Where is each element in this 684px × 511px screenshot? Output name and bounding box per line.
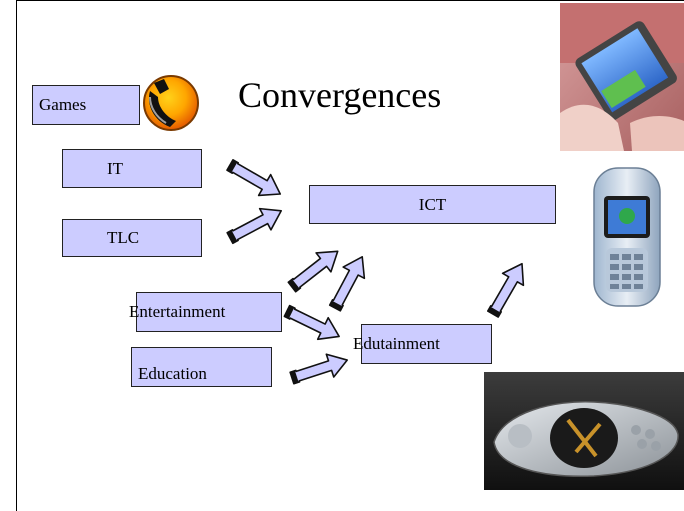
tlc-label: TLC <box>107 228 140 247</box>
edutainment-box: Edutainment <box>353 324 492 364</box>
slide-frame <box>16 0 684 511</box>
education-label: Education <box>138 364 207 383</box>
it-box: IT <box>62 149 202 188</box>
arrow-tlc-to-ict <box>223 199 288 250</box>
slide-title: Convergences <box>238 75 442 115</box>
mobile-phone-photo <box>593 167 661 307</box>
gaming-phone-photo <box>484 372 684 490</box>
ict-box: ICT <box>309 185 556 224</box>
pda-photo <box>560 3 684 151</box>
arrow-it-to-ict <box>223 153 288 206</box>
tlc-box: TLC <box>62 219 202 257</box>
games-label: Games <box>39 95 87 114</box>
education-box: Education <box>131 347 272 387</box>
games-box: Games <box>32 85 140 125</box>
arrow-entertainment-to-ict-a <box>283 241 346 298</box>
arrow-education-to-edutainment <box>287 347 352 391</box>
entertainment-box: Entertainment <box>129 292 282 332</box>
entertainment-label: Entertainment <box>129 302 226 321</box>
orange-phone-logo-icon <box>143 75 199 131</box>
ict-label: ICT <box>418 194 447 214</box>
arrow-edutainment-to-ict <box>481 256 534 321</box>
it-label: IT <box>107 158 124 178</box>
edutainment-label: Edutainment <box>353 334 440 353</box>
